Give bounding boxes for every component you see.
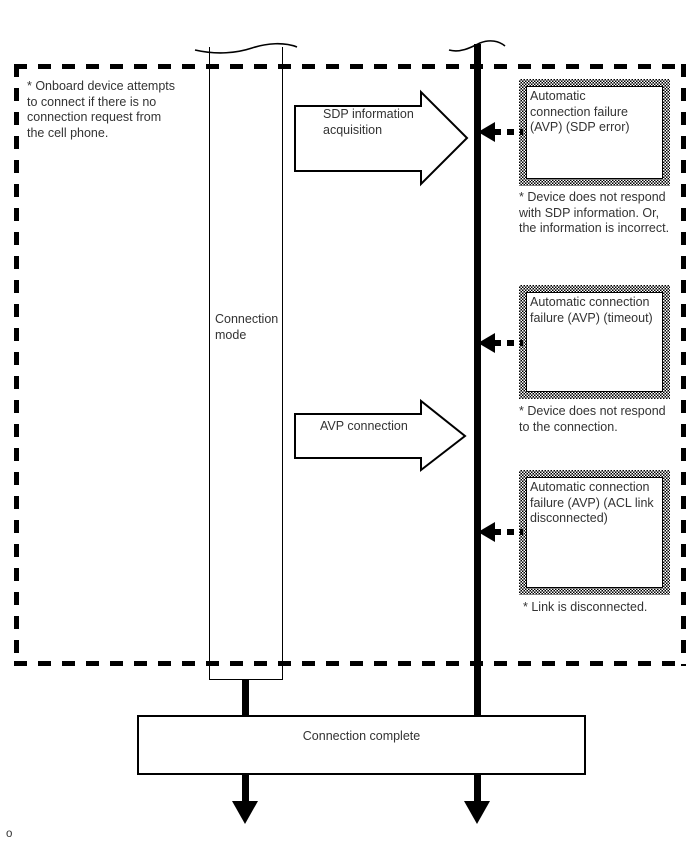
failure-box-inner: Automatic connection failure (AVP) (SDP …	[526, 86, 663, 179]
failure-box-label: Automatic connection failure (AVP) (SDP …	[530, 89, 630, 134]
onboard-note: * Onboard device attempts to connect if …	[27, 79, 175, 140]
failure-box-sdp-error: Automatic connection failure (AVP) (SDP …	[519, 79, 670, 186]
failure-arrow-timeout	[478, 333, 523, 353]
dashed-line	[494, 129, 523, 135]
lifeline-stem-left-upper	[242, 679, 249, 716]
down-arrow-left-icon	[232, 801, 258, 824]
sdp-arrow-label: SDP information acquisition	[323, 107, 414, 137]
failure-arrow-acl-disconnect	[478, 522, 523, 542]
lifeline-stem-right-lower	[474, 774, 481, 804]
frame-border-right	[681, 64, 686, 666]
connection-complete-label: Connection complete	[302, 729, 421, 743]
dashed-line	[494, 529, 523, 535]
frame-border-bottom	[14, 661, 686, 666]
frame-border-left	[14, 64, 19, 666]
sdp-block-arrow-icon	[294, 89, 469, 187]
connection-mode-label: Connection mode	[215, 312, 279, 342]
failure-note-acl-disconnect: * Link is disconnected.	[523, 600, 648, 614]
frame-border-top	[14, 64, 686, 69]
connection-mode-bar	[209, 47, 283, 680]
footer-char: o	[6, 828, 13, 840]
break-mark-left-icon	[194, 42, 298, 54]
left-arrowhead-icon	[478, 122, 495, 142]
failure-box-inner: Automatic connection failure (AVP) (ACL …	[526, 477, 663, 588]
failure-box-timeout: Automatic connection failure (AVP) (time…	[519, 285, 670, 399]
failure-box-label: Automatic connection failure (AVP) (ACL …	[530, 480, 654, 525]
device-lifeline	[474, 44, 481, 716]
avp-block-arrow-icon	[294, 398, 467, 473]
connection-complete-box: Connection complete	[137, 715, 586, 775]
down-arrow-right-icon	[464, 801, 490, 824]
failure-box-acl-disconnect: Automatic connection failure (AVP) (ACL …	[519, 470, 670, 595]
dashed-line	[494, 340, 523, 346]
failure-box-inner: Automatic connection failure (AVP) (time…	[526, 292, 663, 392]
left-arrowhead-icon	[478, 333, 495, 353]
failure-arrow-sdp-error	[478, 122, 523, 142]
lifeline-stem-left-lower	[242, 774, 249, 804]
left-arrowhead-icon	[478, 522, 495, 542]
failure-note-timeout: * Device does not respond to the connect…	[519, 404, 666, 434]
avp-arrow-label: AVP connection	[320, 419, 408, 433]
break-mark-right-icon	[448, 40, 506, 52]
failure-note-sdp-error: * Device does not respond with SDP infor…	[519, 190, 670, 235]
failure-box-label: Automatic connection failure (AVP) (time…	[530, 295, 653, 325]
